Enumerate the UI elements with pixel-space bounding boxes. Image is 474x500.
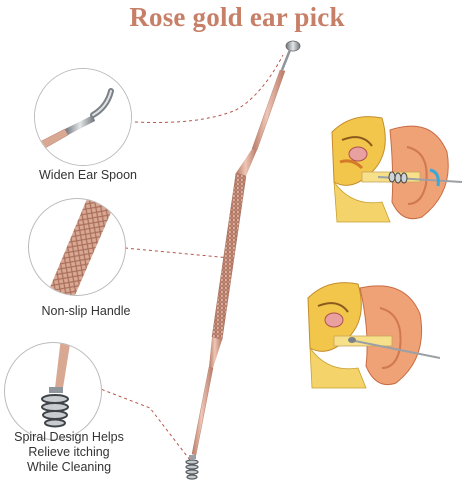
ear-diagram-spoon-icon: [300, 278, 440, 396]
leader-line-handle: [124, 247, 231, 259]
ear-diagram-spiral-icon: [322, 112, 462, 230]
caption-spiral-line-3: While Cleaning: [26, 460, 112, 474]
caption-spoon: Widen Ear Spoon: [39, 168, 137, 182]
caption-spiral-line-1: Spiral Design Helps: [14, 430, 124, 444]
ear-spoon-closeup-icon: [34, 68, 132, 166]
spiral-tip: [185, 459, 199, 480]
caption-handle: Non-slip Handle: [41, 304, 131, 318]
spiral-tip-closeup-icon: [4, 342, 102, 440]
page-title: Rose gold ear pick: [129, 2, 345, 32]
knurled-handle-closeup-icon: [28, 198, 126, 296]
caption-spiral-line-2: Relieve itching: [28, 445, 110, 459]
caption-spiral: Spiral Design Helps Relieve itching Whil…: [6, 430, 132, 475]
leader-line-spoon: [134, 54, 284, 123]
